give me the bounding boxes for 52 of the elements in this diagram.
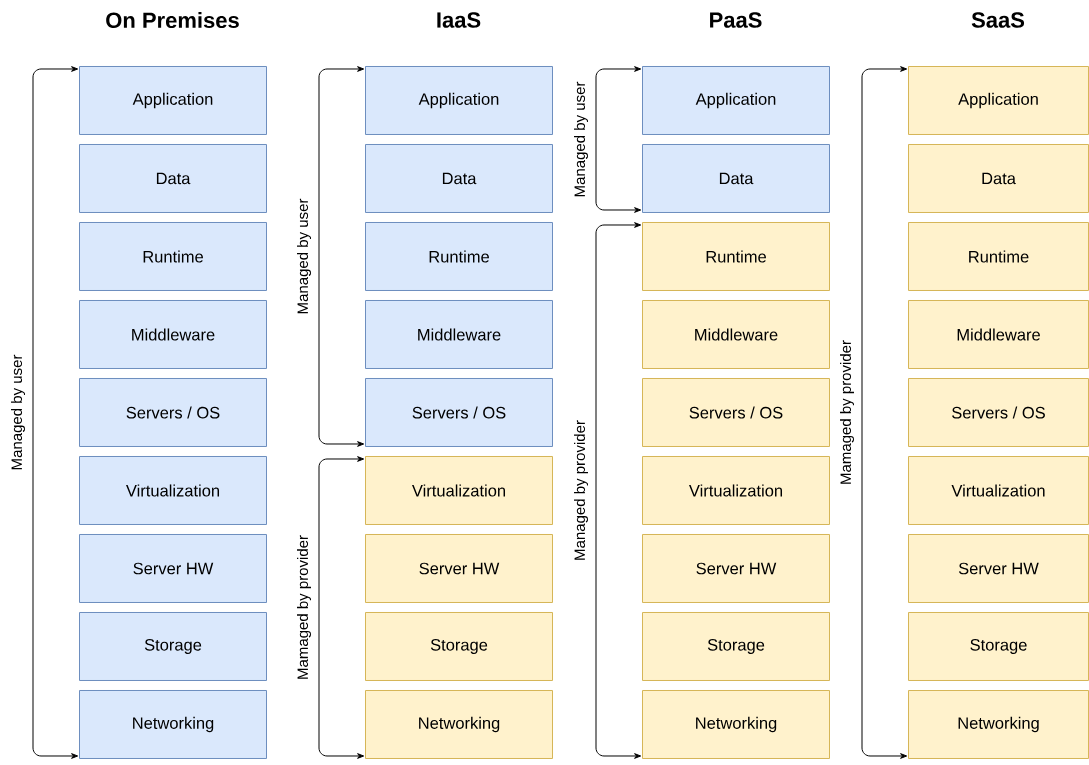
- edge-label: Managed by user: [11, 354, 25, 470]
- layer-box: Servers / OS: [79, 378, 267, 447]
- layer-box: Server HW: [79, 534, 267, 603]
- layer-box: Servers / OS: [642, 378, 830, 447]
- layer-box: Application: [642, 66, 830, 135]
- layer-box: Middleware: [79, 300, 267, 369]
- column-title: SaaS: [971, 12, 1025, 28]
- layer-box: Virtualization: [642, 456, 830, 525]
- layer-box: Servers / OS: [365, 378, 553, 447]
- edge-label: Mamaged by provider: [840, 340, 854, 484]
- bracket-arrow: [595, 66, 642, 213]
- column-title: PaaS: [710, 12, 762, 28]
- bracket-arrow: [318, 66, 365, 447]
- layer-box: Application: [365, 66, 553, 135]
- layer-box: Storage: [642, 612, 830, 681]
- layer-box: Server HW: [642, 534, 830, 603]
- layer-box: Storage: [365, 612, 553, 681]
- edge-label: Managed by user: [574, 81, 588, 197]
- layer-box: Data: [642, 144, 830, 213]
- layer-box: Virtualization: [79, 456, 267, 525]
- layer-box: Middleware: [908, 300, 1089, 369]
- layer-box: Virtualization: [908, 456, 1089, 525]
- layer-box: Server HW: [365, 534, 553, 603]
- edge-label: Managed by user: [297, 198, 311, 314]
- layer-box: Middleware: [642, 300, 830, 369]
- column-title: IaaS: [437, 12, 481, 28]
- layer-box: Data: [908, 144, 1089, 213]
- bracket-arrow: [595, 222, 642, 759]
- layer-box: Virtualization: [365, 456, 553, 525]
- layer-box: Data: [79, 144, 267, 213]
- layer-box: Storage: [908, 612, 1089, 681]
- layer-box: Server HW: [908, 534, 1089, 603]
- layer-box: Servers / OS: [908, 378, 1089, 447]
- layer-box: Runtime: [642, 222, 830, 291]
- layer-box: Networking: [642, 690, 830, 759]
- layer-box: Runtime: [79, 222, 267, 291]
- edge-label: Managed by provider: [574, 420, 588, 560]
- layer-box: Networking: [908, 690, 1089, 759]
- column-title: On Premises: [106, 11, 239, 29]
- layer-box: Data: [365, 144, 553, 213]
- layer-box: Networking: [365, 690, 553, 759]
- edge-label: Mamaged by provider: [297, 535, 311, 679]
- layer-box: Networking: [79, 690, 267, 759]
- layer-box: Middleware: [365, 300, 553, 369]
- layer-box: Application: [908, 66, 1089, 135]
- bracket-arrow: [318, 456, 365, 759]
- layer-box: Application: [79, 66, 267, 135]
- bracket-arrow: [32, 66, 79, 759]
- layer-box: Runtime: [908, 222, 1089, 291]
- bracket-arrow: [861, 66, 908, 759]
- layer-box: Storage: [79, 612, 267, 681]
- layer-box: Runtime: [365, 222, 553, 291]
